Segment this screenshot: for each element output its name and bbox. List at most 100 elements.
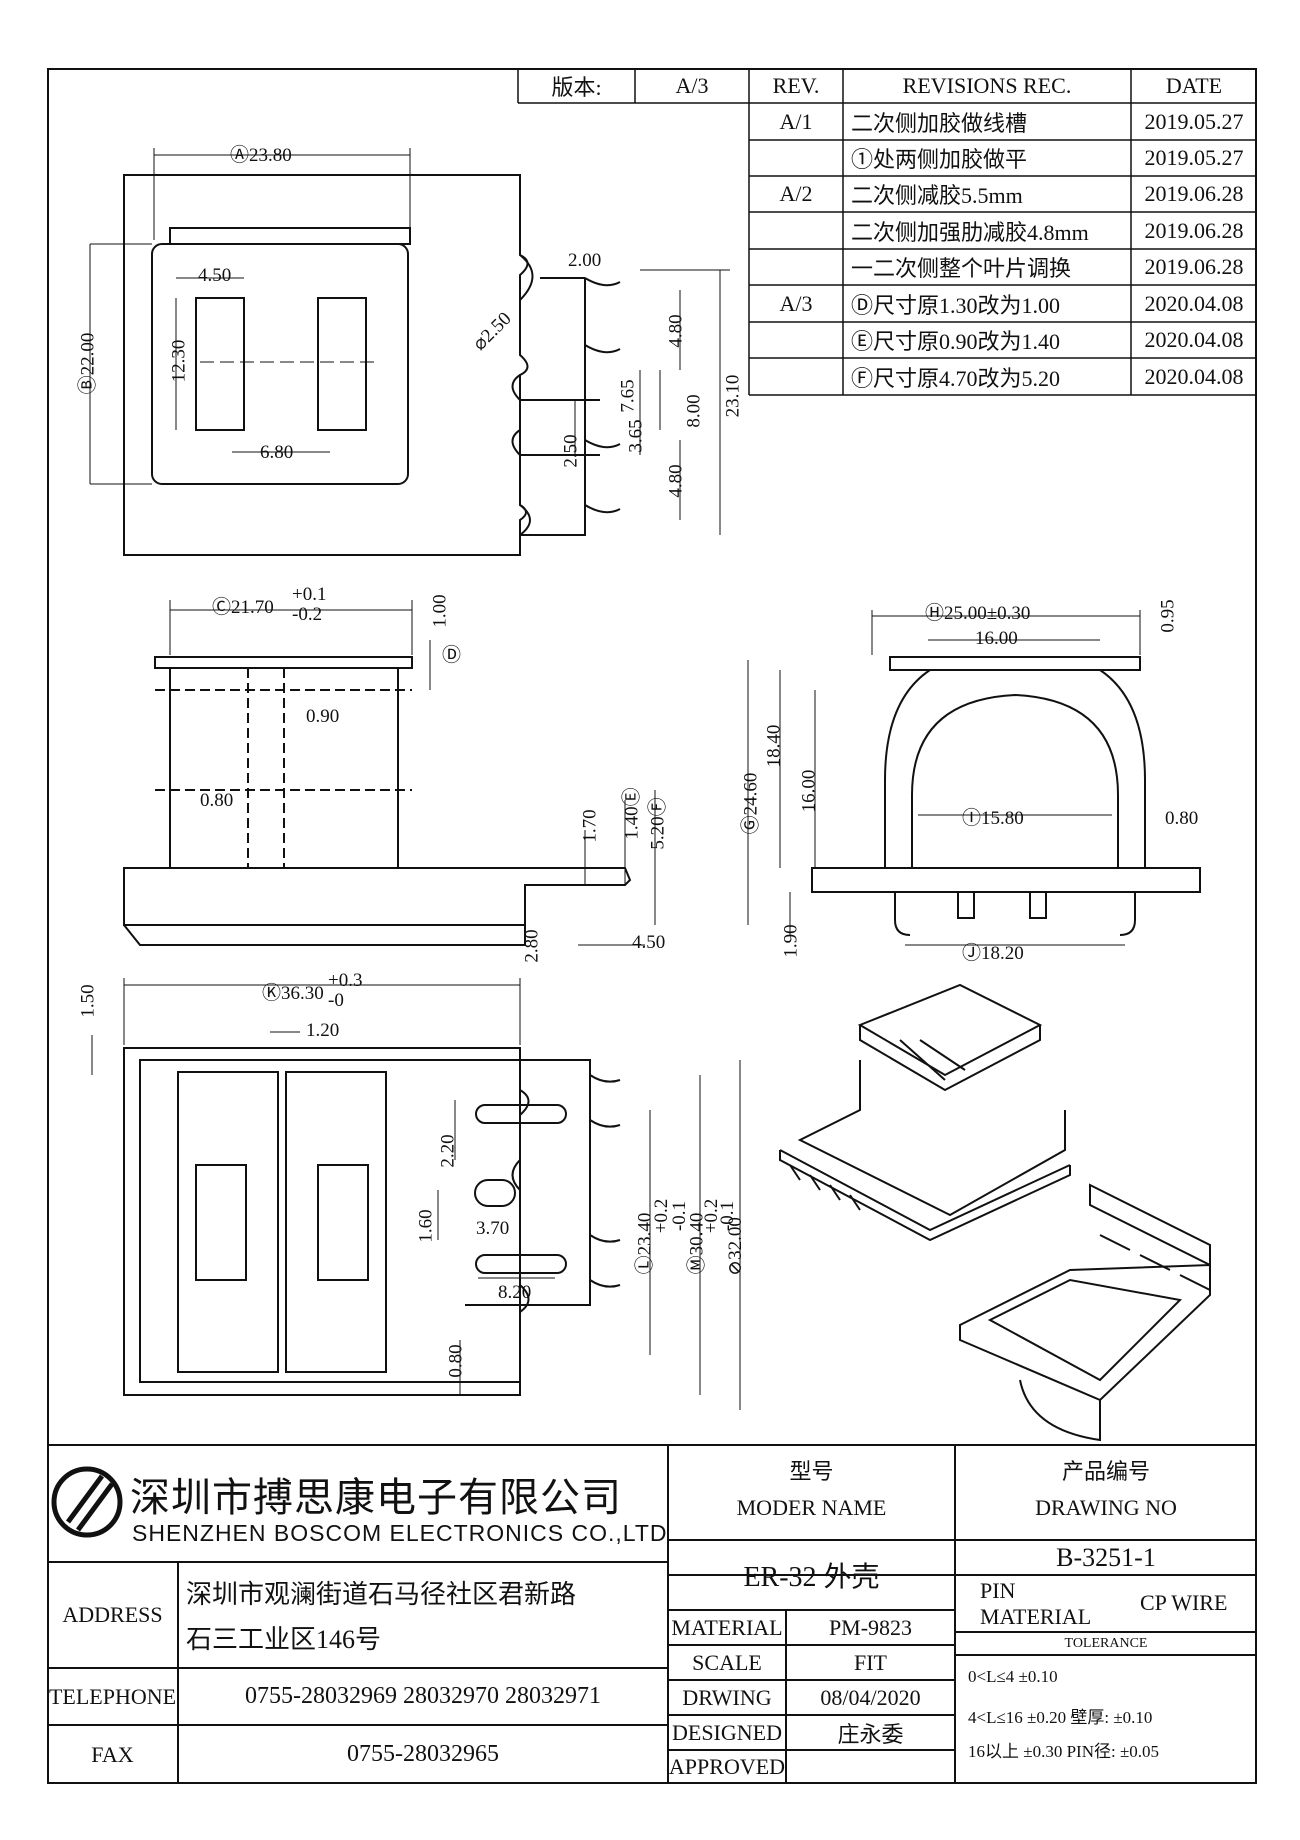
version-value: A/3 [675, 72, 709, 98]
revision-text: Ⓔ尺寸原0.90改为1.40 [851, 329, 1061, 354]
drawing-no-label-en: DRAWING NO [1035, 1495, 1177, 1520]
revision-date: 2019.05.27 [1144, 145, 1244, 170]
isometric-top [779, 983, 1071, 1242]
telephone-value: 0755-28032969 28032970 28032971 [245, 1683, 601, 1709]
revision-text: Ⓕ尺寸原4.70改为5.20 [851, 365, 1061, 391]
dim-label: 4.80 [665, 314, 687, 348]
dim-label: Ⓓ [442, 645, 462, 666]
dim-label: +0.3 [328, 970, 363, 991]
dim-label: 8.00 [683, 394, 705, 428]
dim-label: 16.00 [798, 769, 820, 813]
dim-label: +0.1 [292, 584, 327, 605]
revision-date: 2019.06.28 [1144, 217, 1244, 243]
material-label: MATERIAL [671, 1614, 783, 1640]
revision-date: 2019.05.27 [1144, 108, 1244, 134]
dim-label: Ⓑ22.00 [77, 332, 99, 395]
revision-text: 二次侧加强肋减胶4.8mm [851, 219, 1089, 245]
title-block-grid [47, 1444, 1257, 1784]
approved-label: APPROVED [668, 1754, 786, 1779]
dim-label: 1.50 [77, 984, 99, 1018]
address-line-2: 石三工业区146号 [186, 1625, 382, 1654]
dim-label: 5.20Ⓕ [647, 797, 669, 850]
dim-label: 23.10 [722, 374, 744, 418]
model-label-en: MODER NAME [736, 1495, 887, 1520]
drawing-no-label-cn: 产品编号 [1061, 1459, 1150, 1484]
dim-label: 12.30 [168, 339, 190, 383]
dim-label: 0.80 [445, 1344, 467, 1378]
top-view-dims [89, 148, 730, 535]
tolerance-label: TOLERANCE [1064, 1635, 1148, 1651]
dim-label: 2.00 [568, 250, 602, 271]
bottom-view [123, 1047, 621, 1396]
dim-label: 16.00 [975, 628, 1018, 649]
address-label: ADDRESS [62, 1602, 163, 1627]
revision-date: 2020.04.08 [1144, 290, 1244, 316]
dim-label: Ⓐ23.80 [230, 145, 292, 166]
scale-label: SCALE [692, 1649, 762, 1675]
dim-label: ⊘32.00 [724, 1217, 746, 1276]
side-view [123, 656, 632, 946]
dim-label: 3.70 [476, 1218, 510, 1239]
revision-date: 2019.06.28 [1144, 181, 1244, 206]
dim-label: 0.80 [200, 790, 234, 811]
dim-label: 0.95 [1157, 599, 1179, 633]
company-name-cn: 深圳市搏思康电子有限公司 [130, 1475, 622, 1521]
dim-label: 1.70 [579, 809, 601, 843]
fax-value: 0755-28032965 [347, 1741, 499, 1767]
revision-text: 一二次侧整个叶片调换 [851, 256, 1072, 281]
isometric-bottom [959, 1183, 1211, 1442]
dim-label: 2.80 [521, 929, 543, 963]
pin-value: CP WIRE [1140, 1590, 1228, 1615]
model-label-cn: 型号 [789, 1459, 834, 1484]
top-view [123, 174, 621, 556]
dim-label: 1.20 [306, 1020, 340, 1041]
rev-cell [749, 358, 843, 395]
drawing-no-value: B-3251-1 [1056, 1542, 1156, 1572]
rev-cell [749, 249, 843, 285]
dim-label: 18.40 [763, 724, 785, 768]
dim-label: 1.40Ⓔ [621, 787, 643, 840]
dim-label: Ⓘ15.80 [962, 808, 1024, 829]
revision-text: 二次侧减胶5.5mm [851, 183, 1023, 208]
dim-label: 0.90 [306, 706, 340, 727]
dim-label: 8.20 [498, 1282, 532, 1303]
drawing-date-label: DRWING [682, 1684, 772, 1710]
dim-label: 4.50 [198, 265, 232, 286]
material-value: PM-9823 [828, 1614, 913, 1640]
revision-text: ①处两侧加胶做平 [851, 147, 1028, 172]
dim-label: 1.00 [429, 594, 451, 628]
dim-label: 2.20 [437, 1134, 459, 1168]
tolerance-line-2: 4<L≤16 ±0.20 壁厚: ±0.10 [968, 1707, 1153, 1727]
scale-value: FIT [854, 1649, 887, 1675]
side-view-dims [169, 600, 656, 946]
dim-label: 1.60 [415, 1209, 437, 1243]
telephone-label: TELEPHONE [48, 1683, 177, 1709]
rev-cell [749, 140, 843, 176]
front-view-dims [747, 610, 1141, 946]
dim-label: Ⓖ24.60 [740, 772, 762, 835]
pin-material-label: MATERIAL [980, 1604, 1092, 1629]
drawing-frame [47, 68, 1257, 1784]
rev-cell: A/3 [779, 290, 813, 316]
version-label: 版本: [551, 74, 602, 100]
pin-label: PIN [980, 1578, 1016, 1603]
revision-text: Ⓓ尺寸原1.30改为1.00 [851, 292, 1061, 318]
revisions-rec-header: REVISIONS REC. [902, 72, 1072, 98]
dim-label: Ⓙ18.20 [962, 943, 1024, 964]
dim-label: 3.65 [625, 419, 647, 453]
rev-header: REV. [772, 72, 820, 98]
rev-cell [749, 212, 843, 249]
dim-label: -0 [328, 990, 344, 1011]
model-value: ER-32 外壳 [743, 1562, 880, 1593]
revision-date: 2019.06.28 [1144, 254, 1244, 279]
dim-label: 2.50 [560, 434, 582, 468]
revision-text: 二次侧加胶做线槽 [851, 110, 1028, 136]
rev-cell: A/2 [779, 181, 813, 206]
dim-label: Ⓚ36.30 [262, 983, 324, 1004]
designed-label: DESIGNED [672, 1719, 782, 1745]
address-line-1: 深圳市观澜街道石马径社区君新路 [186, 1580, 577, 1609]
bottom-view-dims [91, 978, 741, 1410]
rev-cell [749, 322, 843, 358]
designed-value: 庄永委 [837, 1721, 904, 1747]
